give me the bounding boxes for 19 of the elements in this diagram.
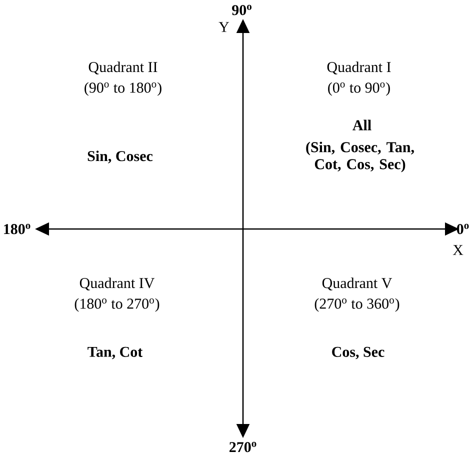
function-list: Sin, Cosec [88, 150, 153, 164]
angle-range: (0$^{o}$ to 90$^{o}$) [328, 82, 390, 96]
angle-label: 90$^{o}$ [232, 4, 252, 16]
quadrant-name: Quadrant I [327, 62, 391, 74]
angle-label: 0$^{o}$ [456, 224, 469, 234]
quadrant-name: Quadrant V [322, 278, 392, 290]
angle-range: (90$^{o}$ to 180$^{o}$) [84, 82, 162, 96]
function-list: (Sin, Cosec, Tan, Cot, Cos, Sec) [306, 142, 414, 172]
function-list: All [352, 120, 372, 130]
quadrant-name: Quadrant II [88, 62, 158, 74]
angle-range: (270$^{o}$ to 360$^{o}$) [314, 298, 400, 312]
angle-label: 270$^{o}$ [230, 442, 256, 452]
quadrant-name: Quadrant IV [80, 278, 155, 290]
angle-label: 180$^{o}$ [4, 224, 30, 234]
function-list: Tan, Cot [88, 346, 143, 360]
function-list: Cos, Sec [332, 346, 384, 360]
angle-range: (180$^{o}$ to 270$^{o}$) [74, 298, 160, 312]
axis-label: Y [218, 22, 230, 32]
axis-label: X [452, 245, 464, 255]
